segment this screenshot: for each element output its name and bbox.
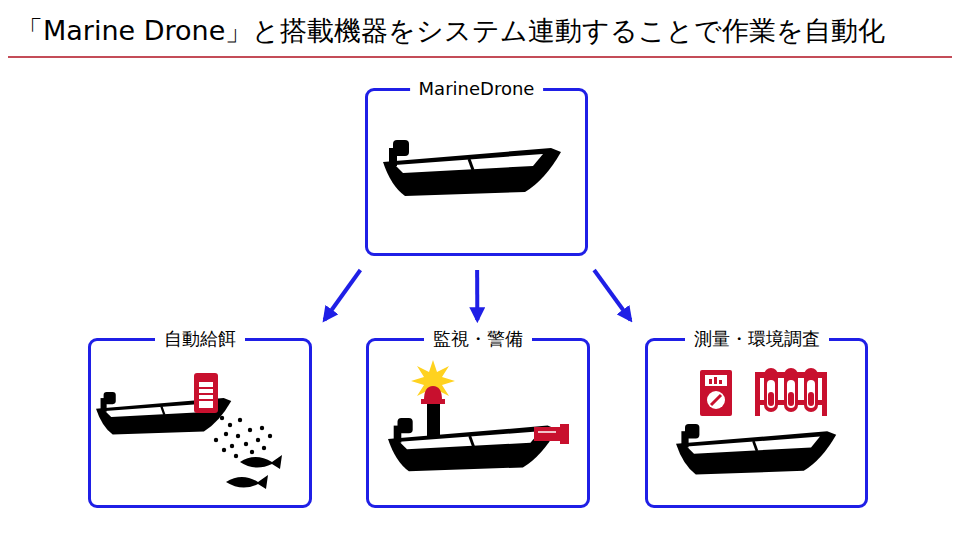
box-heading: 自動給餌 bbox=[155, 328, 245, 350]
device-box: MarineDrone bbox=[365, 88, 588, 256]
surveillance-illustration bbox=[388, 360, 569, 471]
box-heading: 監視・警備 bbox=[424, 328, 532, 350]
feeding-illustration bbox=[96, 373, 282, 489]
flow-arrow bbox=[594, 270, 630, 320]
box-heading: 測量・環境調査 bbox=[685, 328, 829, 350]
device-box: 監視・警備 bbox=[366, 338, 590, 508]
survey-illustration bbox=[676, 368, 836, 474]
device-box: 測量・環境調査 bbox=[645, 338, 868, 508]
boat-icon bbox=[383, 140, 561, 196]
title-underline bbox=[8, 56, 952, 58]
flow-arrow bbox=[475, 270, 479, 320]
flow-arrow bbox=[324, 270, 360, 320]
device-box: 自動給餌 bbox=[88, 338, 312, 508]
box-heading: MarineDrone bbox=[410, 78, 544, 100]
page-title: 「Marine Drone」と搭載機器をシステム連動することで作業を自動化 bbox=[16, 14, 885, 48]
